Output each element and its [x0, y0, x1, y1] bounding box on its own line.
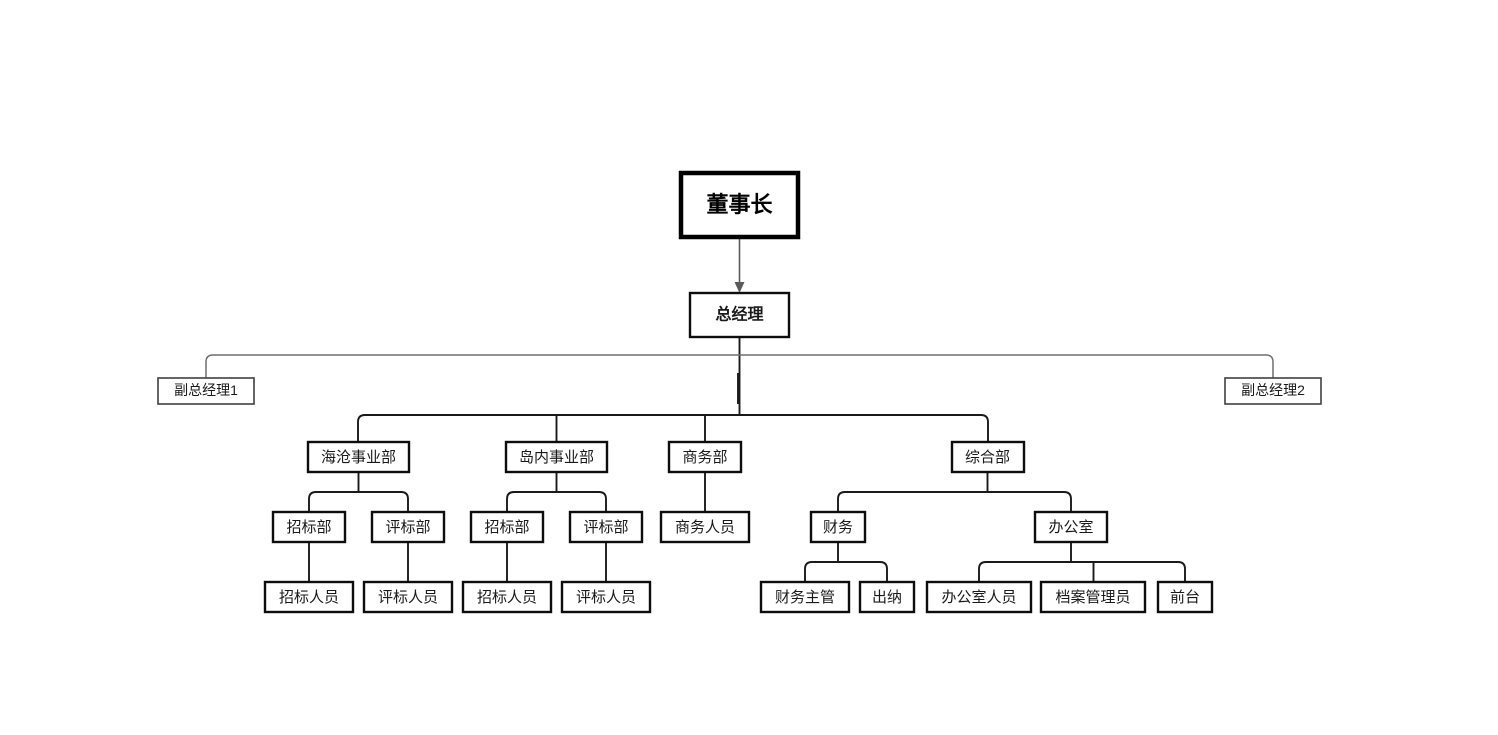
node-qiantai[interactable]: 前台 [1156, 580, 1214, 614]
node-haicang-zhaobiao-renyuan-label: 招标人员 [279, 589, 339, 606]
node-daonei-pingbiao-renyuan[interactable]: 评标人员 [560, 580, 652, 614]
node-zonghe-caiwu-box[interactable] [809, 510, 867, 544]
edge-daonei-to-children [506, 491, 607, 512]
node-chairman-box[interactable] [678, 170, 801, 240]
node-daonei-pingbiao-label: 评标部 [583, 519, 628, 536]
node-caiwu-zhuguan-box[interactable] [759, 580, 851, 614]
node-bangongshi-renyuan-label: 办公室人员 [941, 589, 1016, 606]
edge-bangongshi-to-children [978, 561, 1186, 582]
node-qiantai-label: 前台 [1170, 589, 1200, 606]
node-zonghe-caiwu-label: 财务 [823, 519, 853, 536]
node-shangwu-renyuan-box[interactable] [659, 510, 751, 544]
node-daonei-zhaobiao[interactable]: 招标部 [469, 510, 545, 544]
node-haicang-zhaobiao-label: 招标部 [286, 519, 331, 536]
edge-gm-to-deputies [205, 354, 1274, 378]
node-dept-zonghe[interactable]: 综合部 [950, 440, 1026, 474]
node-general-manager[interactable]: 总经理 [688, 291, 791, 339]
node-zonghe-bangongshi-box[interactable] [1033, 510, 1109, 544]
node-zonghe-caiwu[interactable]: 财务 [809, 510, 867, 544]
node-dept-shangwu[interactable]: 商务部 [667, 440, 743, 474]
node-qiantai-box[interactable] [1156, 580, 1214, 614]
node-dept-haicang-label: 海沧事业部 [321, 449, 396, 466]
node-haicang-zhaobiao[interactable]: 招标部 [271, 510, 347, 544]
edge-chairman-to-gm-arrowhead [734, 282, 745, 293]
node-dangan-guanliyuan-label: 档案管理员 [1055, 588, 1130, 606]
node-caiwu-zhuguan-label: 财务主管 [775, 589, 835, 606]
node-chuna[interactable]: 出纳 [858, 580, 916, 614]
node-chairman[interactable]: 董事长 [678, 170, 801, 240]
node-daonei-pingbiao-box[interactable] [568, 510, 644, 544]
node-general-manager-box[interactable] [688, 291, 791, 339]
node-deputy-gm-2-label: 副总经理2 [1241, 382, 1305, 398]
node-dangan-guanliyuan[interactable]: 档案管理员 [1039, 580, 1147, 614]
node-deputy-gm-2[interactable]: 副总经理2 [1224, 377, 1322, 405]
node-dept-daonei-label: 岛内事业部 [519, 449, 594, 466]
node-daonei-pingbiao-renyuan-box[interactable] [560, 580, 652, 614]
node-chuna-box[interactable] [858, 580, 916, 614]
node-dept-daonei[interactable]: 岛内事业部 [504, 440, 609, 474]
node-daonei-zhaobiao-renyuan[interactable]: 招标人员 [461, 580, 553, 614]
node-daonei-pingbiao[interactable]: 评标部 [568, 510, 644, 544]
node-zonghe-bangongshi[interactable]: 办公室 [1033, 510, 1109, 544]
node-caiwu-zhuguan[interactable]: 财务主管 [759, 580, 851, 614]
connector-layer [205, 237, 1274, 582]
node-deputy-gm-1[interactable]: 副总经理1 [157, 377, 255, 405]
edge-haicang-to-children [308, 491, 409, 512]
node-bangongshi-renyuan-box[interactable] [925, 580, 1033, 614]
node-haicang-pingbiao-renyuan-box[interactable] [362, 580, 454, 614]
node-daonei-zhaobiao-box[interactable] [469, 510, 545, 544]
node-daonei-zhaobiao-label: 招标部 [484, 519, 529, 536]
node-dept-haicang-box[interactable] [306, 440, 411, 474]
node-deputy-gm-1-label: 副总经理1 [174, 382, 238, 398]
edge-zonghe-to-children [837, 491, 1072, 512]
node-haicang-zhaobiao-renyuan-box[interactable] [263, 580, 355, 614]
node-haicang-pingbiao-box[interactable] [370, 510, 446, 544]
node-deputy-gm-1-box[interactable] [157, 377, 255, 405]
node-daonei-pingbiao-renyuan-label: 评标人员 [576, 589, 636, 606]
node-zonghe-bangongshi-label: 办公室 [1048, 519, 1093, 536]
node-chuna-label: 出纳 [872, 589, 902, 606]
node-haicang-pingbiao-renyuan-label: 评标人员 [378, 589, 438, 606]
edge-caiwu-to-children [804, 561, 888, 582]
node-deputy-gm-2-box[interactable] [1224, 377, 1322, 405]
node-haicang-pingbiao-label: 评标部 [385, 519, 430, 536]
node-haicang-zhaobiao-renyuan[interactable]: 招标人员 [263, 580, 355, 614]
node-shangwu-renyuan-label: 商务人员 [675, 519, 735, 536]
node-dept-zonghe-box[interactable] [950, 440, 1026, 474]
node-haicang-pingbiao[interactable]: 评标部 [370, 510, 446, 544]
node-dept-haicang[interactable]: 海沧事业部 [306, 440, 411, 474]
node-chairman-label: 董事长 [706, 192, 773, 217]
node-dept-zonghe-label: 综合部 [965, 449, 1010, 466]
node-haicang-pingbiao-renyuan[interactable]: 评标人员 [362, 580, 454, 614]
node-bangongshi-renyuan[interactable]: 办公室人员 [925, 580, 1033, 614]
node-shangwu-renyuan[interactable]: 商务人员 [659, 510, 751, 544]
node-daonei-zhaobiao-renyuan-label: 招标人员 [477, 589, 537, 606]
node-general-manager-label: 总经理 [715, 305, 763, 324]
node-dept-daonei-box[interactable] [504, 440, 609, 474]
node-dept-shangwu-box[interactable] [667, 440, 743, 474]
node-daonei-zhaobiao-renyuan-box[interactable] [461, 580, 553, 614]
edge-gm-to-departments-bus [357, 414, 989, 442]
node-dept-shangwu-label: 商务部 [682, 449, 727, 466]
node-haicang-zhaobiao-box[interactable] [271, 510, 347, 544]
node-dangan-guanliyuan-box[interactable] [1039, 580, 1147, 614]
